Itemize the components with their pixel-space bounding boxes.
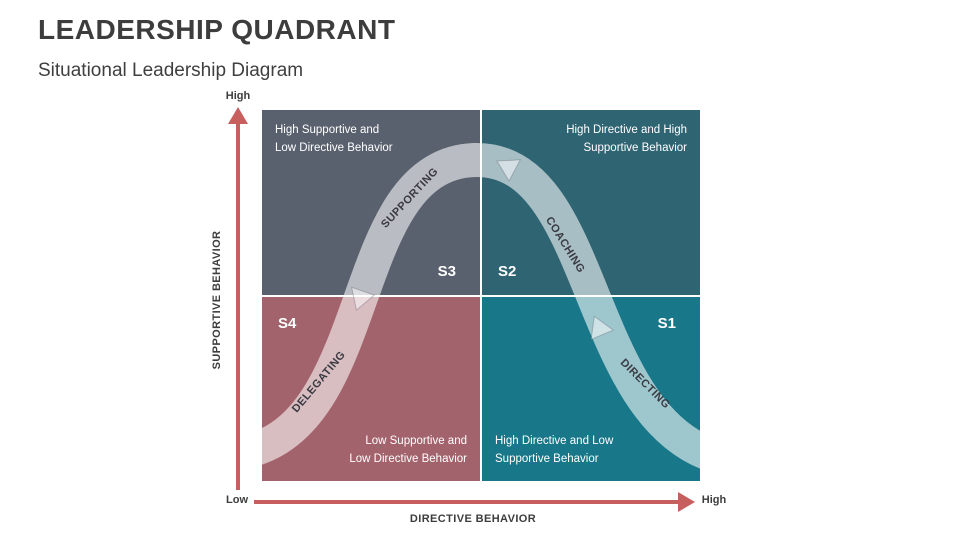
quadrant-s4: Low Supportive and Low Directive Behavio… (262, 296, 480, 481)
y-axis-title: SUPPORTIVE BEHAVIOR (211, 230, 223, 370)
quadrant-s2-description: High Directive and High Supportive Behav… (566, 124, 687, 154)
quadrant-grid: High Supportive and Low Directive Behavi… (262, 110, 700, 481)
page-subtitle: Situational Leadership Diagram (38, 60, 304, 81)
quadrant-s1-description: High Directive and Low Supportive Behavi… (495, 435, 614, 466)
x-axis-title: DIRECTIVE BEHAVIOR (409, 513, 537, 525)
quadrant-s4-badge: S4 (278, 314, 297, 332)
quadrant-s2-badge: S2 (498, 262, 517, 280)
x-axis-right-arrow-icon (678, 492, 695, 512)
quadrant-s1: High Directive and Low Supportive Behavi… (482, 296, 700, 481)
quadrant-s3: High Supportive and Low Directive Behavi… (262, 110, 480, 295)
quadrant-s4-description: Low Supportive and Low Directive Behavio… (349, 435, 467, 466)
quadrant-s3-description: High Supportive and Low Directive Behavi… (275, 124, 393, 154)
x-axis-line (254, 500, 678, 504)
quadrant-s1-badge: S1 (657, 314, 676, 332)
y-axis-up-arrow-icon (228, 107, 248, 124)
y-axis-line (236, 124, 240, 490)
x-axis-low-label: Low (226, 494, 248, 506)
page-title: LEADERSHIP QUADRANT (38, 14, 396, 45)
y-axis-high-label: High (225, 90, 251, 102)
quadrant-s3-badge: S3 (437, 262, 456, 280)
quadrant-s2: High Directive and High Supportive Behav… (482, 110, 700, 295)
x-axis-high-label: High (701, 494, 727, 506)
